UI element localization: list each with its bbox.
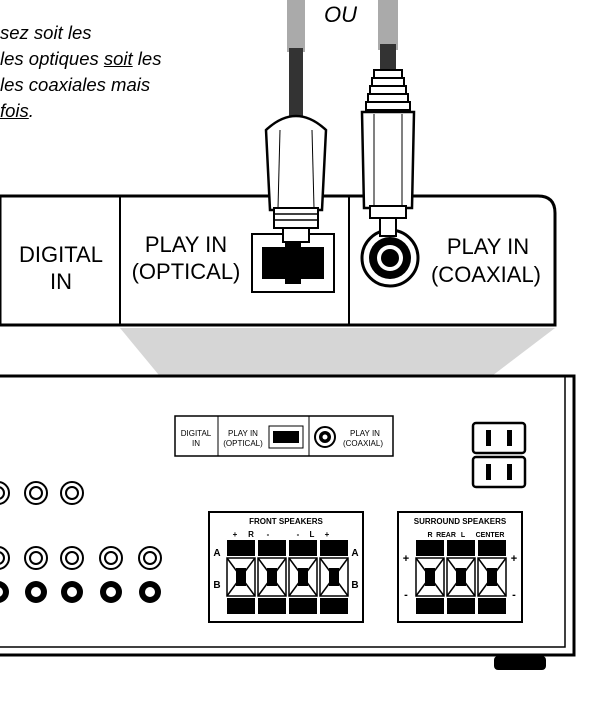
zoom-optical-label-1: PLAY IN [145, 232, 227, 257]
front-polarity-1: + [233, 530, 238, 539]
receiver-foot [494, 656, 546, 670]
front-row-a-right: A [351, 548, 358, 559]
rear-digital-label-1: DIGITAL [181, 429, 212, 438]
zoom-digital-label-2: IN [50, 269, 72, 294]
front-row-b-right: B [351, 580, 358, 591]
surround-channel-r: R [427, 532, 432, 539]
surround-channel-l: L [461, 532, 466, 539]
zoom-coaxial-label-1: PLAY IN [447, 234, 529, 259]
surround-minus-right: - [512, 589, 516, 601]
front-terminals [227, 540, 348, 614]
surround-plus-left: + [403, 553, 409, 565]
instruction-note: sez soit les les optiques soit les les c… [0, 20, 250, 124]
front-row-b-left: B [213, 580, 220, 591]
note-line-4: fois. [0, 100, 34, 121]
front-row-a-left: A [213, 548, 220, 559]
rear-digital-panel: DIGITAL IN PLAY IN (OPTICAL) PLAY IN (CO… [174, 415, 394, 457]
rear-optical-label-2: (OPTICAL) [223, 439, 263, 448]
ac-outlet-top [471, 421, 527, 455]
ac-outlet-bottom [471, 455, 527, 489]
optical-cable [264, 0, 328, 243]
front-polarity-6: + [325, 530, 330, 539]
zoom-optical-label-2: (OPTICAL) [132, 259, 241, 284]
surround-plus-right: + [511, 553, 517, 565]
front-polarity-5: L [310, 530, 315, 539]
rca-jack-row-3 [0, 581, 161, 603]
zoom-coaxial-label-2: (COAXIAL) [431, 262, 541, 287]
surround-channel-center: CENTER [476, 532, 505, 539]
rca-jack-row-2 [0, 546, 162, 570]
rear-digital-label-2: IN [192, 439, 200, 448]
surround-speakers-title: SURROUND SPEAKERS [414, 517, 507, 526]
surround-channel-rear: REAR [436, 532, 456, 539]
rear-optical-label-1: PLAY IN [228, 429, 258, 438]
front-polarity-2: R [248, 530, 254, 539]
front-polarity-4: - [297, 530, 300, 539]
rear-coaxial-label-2: (COAXIAL) [343, 439, 383, 448]
note-line-2: les optiques soit les [0, 48, 162, 69]
zoom-digital-label-1: DIGITAL [19, 242, 103, 267]
rear-coaxial-label-1: PLAY IN [350, 429, 380, 438]
front-speakers-block: FRONT SPEAKERS + R - - L + A A B B [208, 511, 364, 623]
or-label: OU [324, 2, 357, 27]
coaxial-port [360, 228, 420, 288]
surround-speakers-block: SURROUND SPEAKERS R REAR L CENTER + + - … [397, 511, 523, 623]
coaxial-cable [360, 0, 416, 237]
surround-minus-left: - [404, 589, 408, 601]
rca-jack-row-1 [0, 481, 84, 505]
front-speakers-title: FRONT SPEAKERS [249, 517, 323, 526]
front-polarity-3: - [267, 530, 270, 539]
note-line-3: les coaxiales mais [0, 74, 151, 95]
note-line-1: sez soit les [0, 22, 92, 43]
